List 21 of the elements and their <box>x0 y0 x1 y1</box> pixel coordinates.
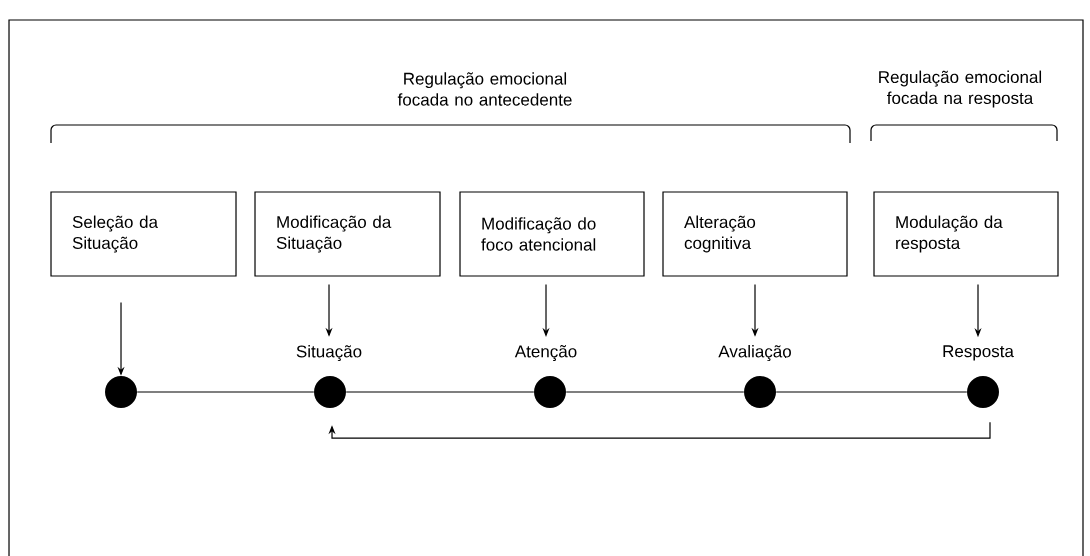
timeline-line <box>565 391 745 393</box>
timeline-dot <box>534 376 566 408</box>
timeline-dot <box>744 376 776 408</box>
stage-label: Avaliação <box>718 345 791 361</box>
process-box: Alteração cognitiva <box>662 191 848 277</box>
stage-label: Situação <box>296 345 362 361</box>
stage-label: Atenção <box>514 345 577 361</box>
feedback-arrow <box>328 421 991 439</box>
process-box: Seleção da Situação <box>50 191 237 277</box>
stage-label: Resposta <box>943 345 1014 361</box>
heading: Regulação emocional focada no antecedente <box>397 72 572 106</box>
timeline-line <box>345 391 535 393</box>
timeline-dot <box>105 376 137 408</box>
process-box: Modificação da Situação <box>254 191 441 277</box>
process-box: Modificação do foco atencional <box>459 191 645 277</box>
timeline-dot <box>967 376 999 408</box>
heading: Regulação emocional focada na resposta <box>879 70 1042 108</box>
timeline-line <box>775 391 968 393</box>
process-box: Modulação da resposta <box>873 191 1059 277</box>
timeline-dot <box>314 376 346 408</box>
timeline-line <box>136 391 315 393</box>
